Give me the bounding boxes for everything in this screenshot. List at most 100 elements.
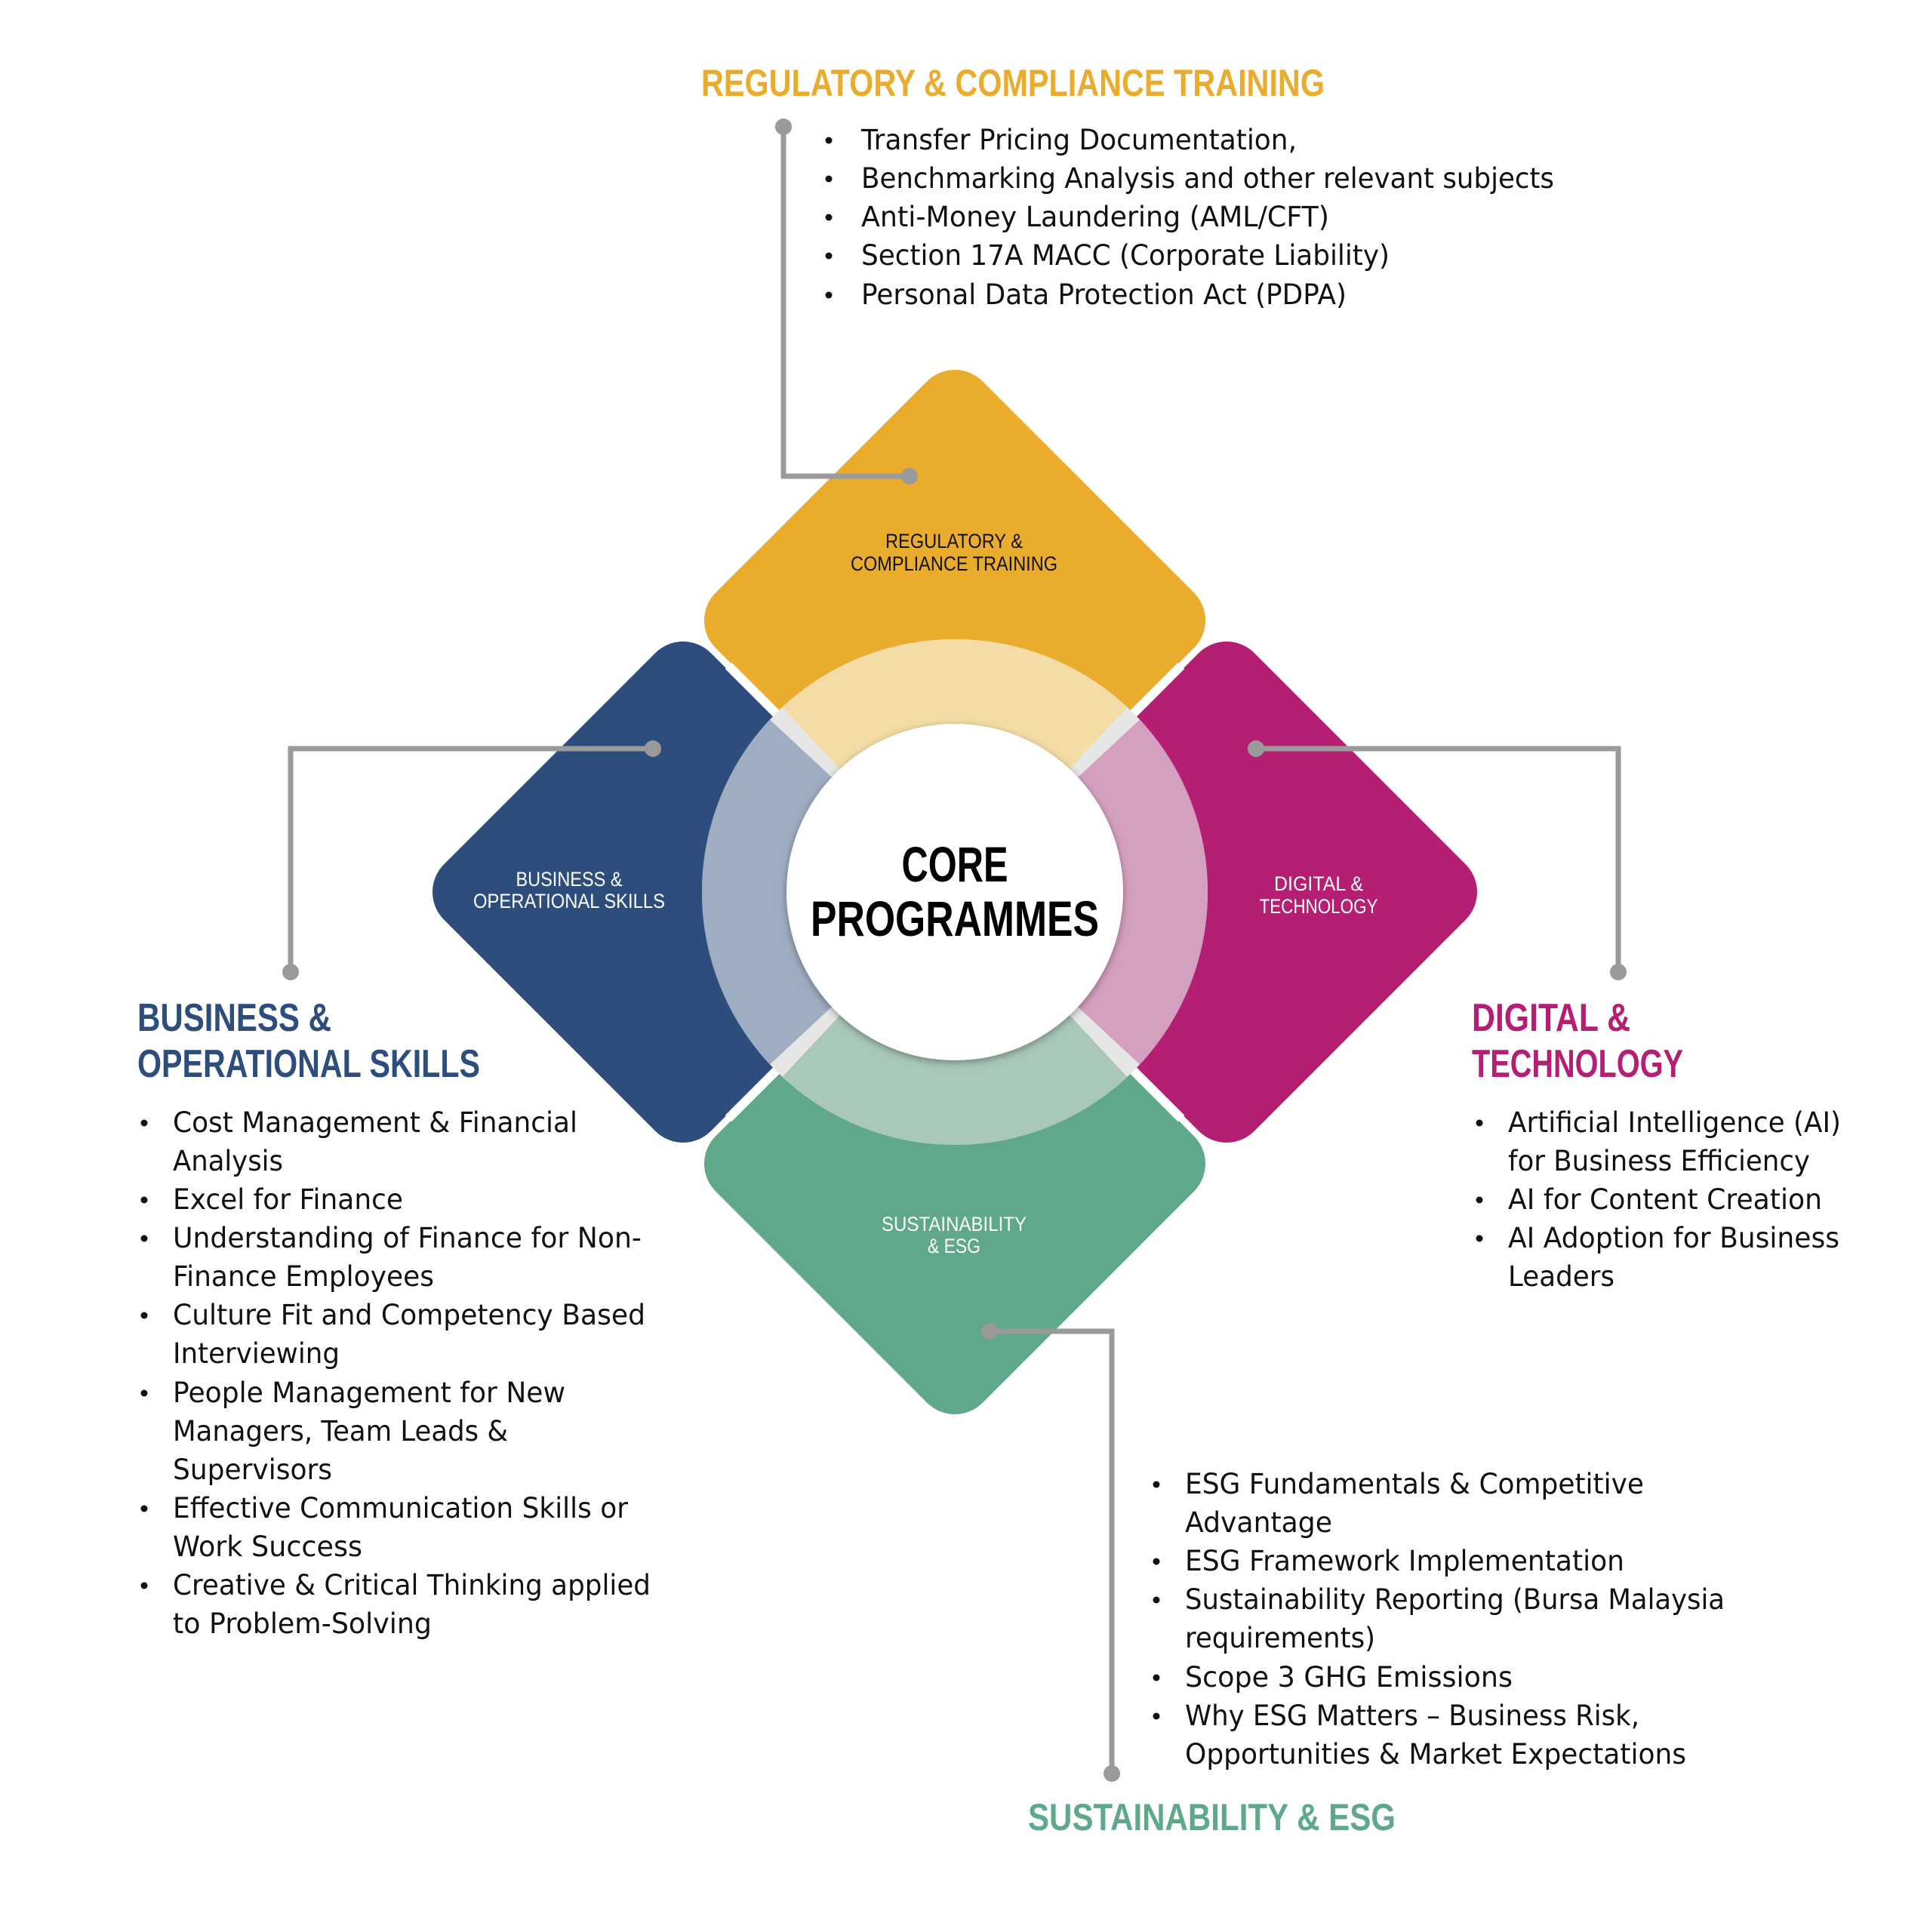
list-item: Personal Data Protection Act (PDPA) [825,278,1347,311]
list-item: Cost Management & Financial Analysis [140,1106,577,1177]
connector-sustainability [981,1323,1120,1782]
list-item-text: Interviewing [173,1337,340,1370]
list-item-text: Advantage [1185,1506,1332,1539]
diamond-label-line: BUSINESS & [516,868,623,891]
bullet-icon [140,1312,148,1319]
heading-digital-line1: DIGITAL & [1472,996,1630,1040]
list-item-text: Understanding of Finance for Non- [173,1222,642,1254]
diamond-label-digital: DIGITAL & TECHNOLOGY [1260,872,1378,918]
heading-business-line2: OPERATIONAL SKILLS [137,1042,480,1086]
list-regulatory: Transfer Pricing Documentation, Benchmar… [825,124,1554,311]
list-item: Why ESG Matters – Business Risk, Opportu… [1153,1700,1686,1770]
ring [701,638,1208,1145]
bullet-icon [1476,1196,1483,1204]
bullet-icon [1153,1558,1160,1565]
list-item: Transfer Pricing Documentation, [825,124,1297,156]
bullet-icon [1476,1119,1483,1127]
diamond-label-line: & ESG [928,1235,980,1257]
list-item: Creative & Critical Thinking applied to … [140,1569,651,1640]
diamond-label-line: REGULATORY & [885,530,1023,552]
list-item-text: Why ESG Matters – Business Risk, [1185,1700,1639,1732]
bullet-icon [140,1196,148,1204]
list-item: ESG Fundamentals & Competitive Advantage [1153,1468,1644,1539]
list-item-text: Managers, Team Leads & [173,1415,508,1447]
list-item-text: Opportunities & Market Expectations [1185,1738,1686,1770]
list-item-text: ESG Framework Implementation [1185,1545,1624,1577]
list-item: Sustainability Reporting (Bursa Malaysia… [1153,1583,1725,1654]
connector-regulatory [775,118,918,485]
list-item-text: Analysis [173,1145,283,1177]
list-item-text: Creative & Critical Thinking applied [173,1569,651,1601]
heading-sustainability: SUSTAINABILITY & ESG [1028,1796,1396,1838]
diamond-label-line: OPERATIONAL SKILLS [473,890,665,912]
list-item-text: Culture Fit and Competency Based [173,1299,645,1331]
ring-segment-business [701,719,832,1065]
ring-segment-sustainability [782,1015,1128,1145]
diamond-label-line: DIGITAL & [1274,872,1363,895]
connector-business [282,740,661,980]
list-item-text: Benchmarking Analysis and other relevant… [861,162,1554,195]
diamond-label-line: SUSTAINABILITY [882,1213,1027,1235]
ring-segment-digital [1078,719,1208,1065]
list-item-text: Work Success [173,1531,362,1563]
list-item-text: ESG Fundamentals & Competitive [1185,1468,1644,1500]
bullet-icon [1153,1481,1160,1488]
list-item: Artificial Intelligence (AI) for Busines… [1476,1106,1841,1177]
bullet-icon [1476,1235,1483,1242]
bullet-icon [825,291,833,299]
list-item-text: Personal Data Protection Act (PDPA) [861,278,1347,311]
bullet-icon [140,1505,148,1512]
list-item-text: to Problem-Solving [173,1607,432,1640]
list-item-text: People Management for New [173,1377,565,1409]
bullet-icon [825,214,833,221]
diamond-label-line: TECHNOLOGY [1260,895,1378,918]
list-item-text: Section 17A MACC (Corporate Liability) [861,239,1390,272]
list-item: AI Adoption for Business Leaders [1476,1222,1839,1293]
diamond-label-line: COMPLIANCE TRAINING [851,552,1057,575]
diamond-label-regulatory: REGULATORY & COMPLIANCE TRAINING [851,530,1057,575]
center-hub: CORE PROGRAMMES [786,724,1123,1060]
list-digital: Artificial Intelligence (AI) for Busines… [1476,1106,1841,1293]
center-title-line1: CORE [902,836,1008,892]
bullet-icon [140,1119,148,1127]
bullet-icon [1153,1596,1160,1604]
center-title-line2: PROGRAMMES [811,891,1099,946]
bullet-icon [140,1235,148,1242]
list-item-text: Supervisors [173,1454,332,1486]
heading-regulatory: REGULATORY & COMPLIANCE TRAINING [701,62,1325,104]
bullet-icon [140,1389,148,1397]
list-item: Anti-Money Laundering (AML/CFT) [825,201,1329,233]
heading-digital-line2: TECHNOLOGY [1472,1042,1683,1086]
bullet-icon [1153,1674,1160,1681]
diamond-label-sustainability: SUSTAINABILITY & ESG [882,1213,1027,1257]
list-item: People Management for New Managers, Team… [140,1377,565,1486]
list-item-text: Anti-Money Laundering (AML/CFT) [861,201,1329,233]
list-item-text: requirements) [1185,1622,1375,1654]
ring-segment-regulatory [782,638,1128,769]
list-item-text: Effective Communication Skills or [173,1492,629,1524]
list-item: Excel for Finance [140,1183,403,1216]
list-business: Cost Management & Financial Analysis Exc… [140,1106,651,1640]
list-item: Scope 3 GHG Emissions [1153,1661,1513,1694]
list-item: Effective Communication Skills or Work S… [140,1492,629,1563]
list-item: Section 17A MACC (Corporate Liability) [825,239,1390,272]
heading-business-line1: BUSINESS & [137,996,331,1040]
list-item-text: AI for Content Creation [1508,1183,1822,1216]
bullet-icon [825,175,833,183]
list-item-text: Excel for Finance [173,1183,403,1216]
list-item-text: Finance Employees [173,1260,434,1293]
bullet-icon [140,1582,148,1589]
list-item: Understanding of Finance for Non- Financ… [140,1222,642,1293]
bullet-icon [825,137,833,144]
diamond-label-business: BUSINESS & OPERATIONAL SKILLS [473,868,665,912]
list-item-text: Cost Management & Financial [173,1106,577,1139]
list-sustainability: ESG Fundamentals & Competitive Advantage… [1153,1468,1725,1770]
list-item-text: Artificial Intelligence (AI) [1508,1106,1841,1139]
list-item-text: Scope 3 GHG Emissions [1185,1661,1513,1694]
list-item: ESG Framework Implementation [1153,1545,1624,1577]
bullet-icon [1153,1712,1160,1720]
connector-digital [1248,740,1627,980]
list-item-text: Sustainability Reporting (Bursa Malaysia [1185,1583,1725,1616]
list-item-text: AI Adoption for Business [1508,1222,1839,1254]
